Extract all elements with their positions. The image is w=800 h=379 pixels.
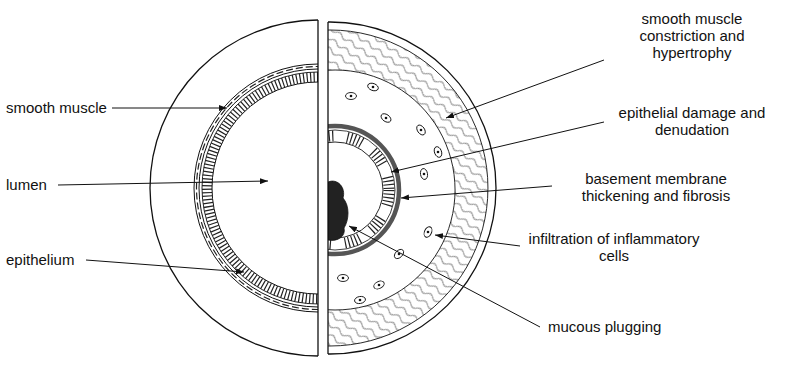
cell-nuclei bbox=[342, 86, 440, 302]
leader-line bbox=[446, 60, 604, 118]
part-label: epithelial damage and denudation bbox=[612, 104, 772, 138]
asthmatic-airway bbox=[328, 22, 496, 354]
part-label: smooth muscle constriction and hypertrop… bbox=[612, 10, 772, 61]
part-label: basement membrane thickening and fibrosi… bbox=[558, 170, 754, 204]
inflammatory-cells bbox=[338, 82, 444, 305]
part-label: infiltration of inflammatory cells bbox=[526, 230, 702, 264]
leader-line bbox=[391, 122, 604, 172]
epithelium-cells bbox=[207, 77, 318, 299]
epithelium-outer bbox=[328, 130, 395, 250]
cell bbox=[338, 275, 349, 282]
cell bbox=[354, 296, 366, 305]
damaged-epithelium bbox=[328, 136, 389, 244]
leader-line bbox=[401, 186, 552, 198]
airway-wall bbox=[328, 22, 496, 354]
part-label: epithelium bbox=[6, 251, 84, 268]
cell bbox=[346, 93, 357, 100]
cell bbox=[379, 112, 392, 124]
lumen bbox=[212, 82, 318, 294]
airway-wall bbox=[150, 20, 318, 356]
leader-line bbox=[86, 260, 244, 272]
leader-lines bbox=[58, 60, 604, 327]
epithelium-outer bbox=[202, 72, 318, 304]
mucous-plug bbox=[328, 181, 348, 240]
part-label: lumen bbox=[6, 176, 56, 193]
leader-line bbox=[112, 108, 227, 109]
leader-line bbox=[435, 235, 520, 246]
cell bbox=[423, 226, 434, 239]
part-label: smooth muscle bbox=[6, 99, 110, 116]
hypertrophic-muscle bbox=[328, 30, 488, 346]
cut-line bbox=[317, 20, 318, 356]
cell bbox=[373, 280, 386, 291]
leader-line bbox=[349, 226, 540, 327]
normal-airway bbox=[150, 20, 318, 356]
thick-basement-membrane bbox=[328, 126, 399, 254]
cell bbox=[415, 123, 427, 136]
cut-line bbox=[327, 22, 328, 354]
part-label: mucous plugging bbox=[548, 318, 698, 335]
muscle-inner bbox=[199, 69, 318, 307]
cell bbox=[420, 168, 429, 180]
cell bbox=[367, 82, 380, 92]
muscle-outer bbox=[194, 64, 318, 312]
cell bbox=[433, 146, 443, 159]
smooth-muscle-layer bbox=[197, 67, 319, 310]
leader-line bbox=[58, 181, 268, 185]
